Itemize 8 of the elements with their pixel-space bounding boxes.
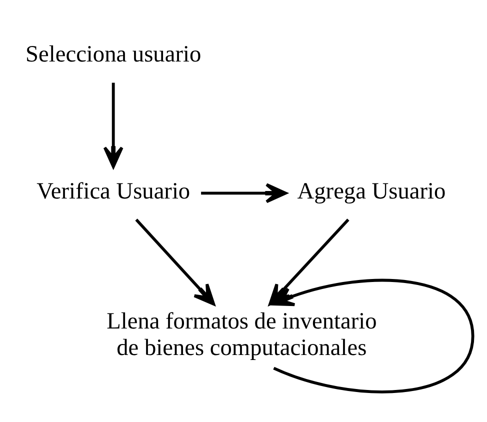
node-text: Llena formatos de inventario de bienes computacionales (106, 308, 377, 361)
node-text: Verifica Usuario (36, 178, 190, 205)
arrow (201, 183, 288, 204)
node-text: Selecciona usuario (26, 42, 202, 68)
arrow (135, 218, 216, 306)
arrow (272, 279, 474, 394)
arrow (103, 82, 124, 168)
node-text: Agrega Usuario (297, 178, 446, 205)
